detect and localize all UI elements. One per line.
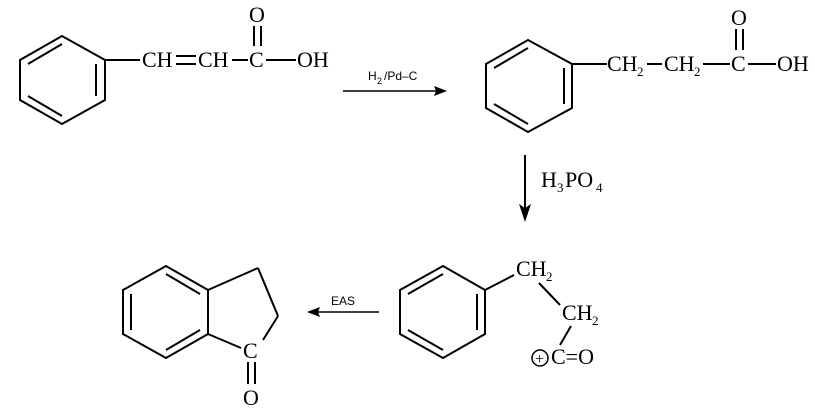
reagent-h3po4-3: 3 bbox=[557, 180, 564, 195]
ring5-bond-fused-carbonyl bbox=[207, 333, 242, 349]
hydroxyl-1: OH bbox=[297, 47, 329, 72]
ring5-bond-right bbox=[257, 267, 279, 317]
ch2-top-subscript: 2 bbox=[546, 269, 553, 284]
arrow-head-2 bbox=[519, 204, 531, 222]
reagent-h-subscript: 2 bbox=[377, 76, 382, 86]
molecule-indanone: C O bbox=[122, 264, 279, 410]
carbonyl-carbon-4: C bbox=[243, 338, 258, 363]
benzene-ring-1 bbox=[19, 34, 106, 126]
reagent-h3po4-4: 4 bbox=[596, 180, 603, 195]
carbonyl-oxygen-4: O bbox=[243, 385, 259, 410]
benzene-ring-3 bbox=[399, 264, 486, 360]
carbonyl-carbon-2: C bbox=[731, 51, 746, 76]
molecule-cinnamic-acid: CH CH C O OH bbox=[19, 2, 329, 126]
reagent-h3po4-po: PO bbox=[565, 167, 593, 192]
arrow-head-1 bbox=[434, 86, 447, 96]
acylium-c-equals-o: C=O bbox=[551, 344, 594, 369]
ch2-mid-label: CH bbox=[562, 300, 593, 325]
reagent-h: H bbox=[368, 69, 377, 83]
chain-ch-2: CH bbox=[198, 47, 229, 72]
bond-ch2-ch2-3 bbox=[538, 282, 561, 306]
benzene-ring-2 bbox=[485, 38, 573, 134]
positive-charge-circle bbox=[531, 349, 549, 367]
ch2-b-subscript: 2 bbox=[694, 64, 701, 79]
reaction-step-eas: EAS bbox=[307, 294, 379, 317]
bond-ring-ch2-top bbox=[484, 274, 515, 291]
carbonyl-carbon-1: C bbox=[249, 47, 264, 72]
ring5-bond-top bbox=[207, 267, 259, 291]
ch2-b-label: CH bbox=[664, 51, 695, 76]
carbonyl-oxygen-1: O bbox=[249, 2, 265, 27]
reagent-pd-c: /Pd–C bbox=[384, 69, 418, 83]
benzene-ring-4 bbox=[122, 264, 209, 360]
molecule-acylium-ion: CH 2 CH 2 + C=O bbox=[399, 256, 599, 369]
hydroxyl-2: OH bbox=[777, 51, 809, 76]
molecule-phenylpropanoic-acid: CH 2 CH 2 C O OH bbox=[485, 5, 809, 134]
reaction-step-hydrogenation: H 2 /Pd–C bbox=[343, 69, 447, 96]
ch2-a-subscript: 2 bbox=[637, 64, 644, 79]
chain-ch-1: CH bbox=[142, 47, 173, 72]
reaction-step-acid: H 3 PO 4 bbox=[519, 155, 603, 222]
ch2-top-label: CH bbox=[516, 256, 547, 281]
reagent-h3po4-h: H bbox=[541, 167, 557, 192]
eas-label: EAS bbox=[331, 294, 355, 308]
ring5-bond-to-carbonyl bbox=[262, 315, 279, 341]
carbonyl-oxygen-2: O bbox=[731, 5, 747, 30]
ch2-mid-subscript: 2 bbox=[592, 313, 599, 328]
ch2-a-label: CH bbox=[607, 51, 638, 76]
bond-ch2-acylium bbox=[559, 325, 572, 346]
positive-charge-sign: + bbox=[535, 351, 544, 368]
arrow-head-3 bbox=[307, 307, 320, 317]
